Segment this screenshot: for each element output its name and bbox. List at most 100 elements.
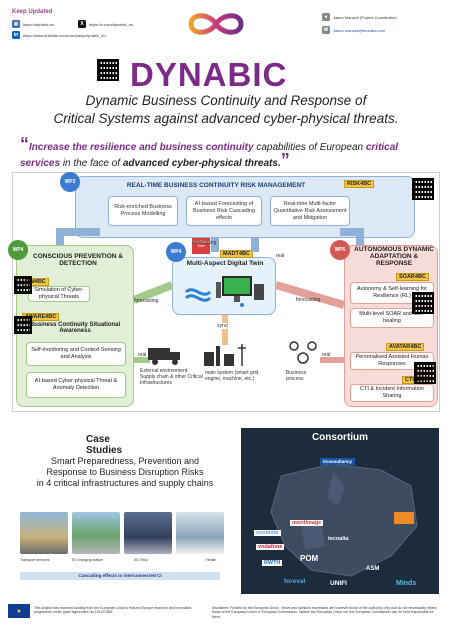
soar4bc-tag: SOAR4BC (396, 273, 429, 281)
qr-code-icon[interactable] (14, 316, 32, 334)
x-link[interactable]: X https://x.com/dynabic_eu (78, 20, 133, 28)
ev-station-photo (72, 512, 120, 554)
funding-notice: This project has received funding from t… (34, 606, 192, 615)
mission-b3: advanced cyber-physical threats. (122, 158, 281, 169)
partner-montimage: montimage (290, 520, 324, 526)
brand-title: DYNABIC (130, 56, 288, 93)
wp3-box-1: Risk-enriched Business Process Modelling (108, 196, 178, 226)
website-link[interactable]: ◍ https://dynabic.eu (12, 20, 54, 28)
truck-icon (148, 348, 180, 365)
transport-photo (20, 512, 68, 554)
linkedin-icon: in (12, 31, 20, 39)
mission-p1: Increase the (29, 142, 91, 153)
x-text: https://x.com/dynabic_eu (89, 21, 134, 27)
wp5-circle: WP5 (330, 240, 350, 260)
keep-updated-label: Keep Updated (12, 9, 53, 15)
partner-orange-logo (394, 512, 414, 524)
qr-code-icon[interactable] (412, 178, 434, 200)
business-process-icon (289, 341, 317, 364)
self-monitoring-box: Self-monitoring and Context Sensing and … (26, 342, 126, 366)
subtitle-line-2: Critical Systems against advanced cyber-… (53, 111, 399, 126)
mission-b1: resilience and business continuity (90, 142, 254, 153)
simulation-box: Simulation of Cyber-physical Threats (28, 286, 90, 302)
right-panel-title: AUTONOMOUS DYNAMIC ADAPTATION & RESPONSE (354, 246, 434, 267)
partner-foreval: foreval (284, 578, 306, 585)
europe-map-illustration (270, 463, 418, 577)
globe-icon: ◍ (12, 20, 20, 28)
external-environment-label: External environment: Supply chain & oth… (140, 368, 203, 386)
partner-tecnalia: tecnalia (328, 536, 349, 542)
partner-vodafone: vodafone (256, 544, 285, 550)
dynabic-infinity-logo (188, 13, 244, 35)
sync-label: sync (217, 323, 228, 329)
avatar4bc-tag: AVATAR4BC (386, 343, 425, 351)
partner-pom: POM (300, 554, 319, 563)
coordinator-text: Jason Mansell (Project Coordinator) (333, 14, 397, 20)
wp3-box-3: Real-time Multi-factor Quantitative Risk… (270, 196, 350, 226)
wp3-title: REAL-TIME BUSINESS CONTINUITY RISK MANAG… (126, 182, 306, 189)
cs-sub-1: Smart Preparedness, Prevention and (50, 456, 200, 466)
case-studies-section (14, 428, 234, 594)
linkedin-text: https://www.linkedin.com/company/dynabic… (23, 32, 106, 38)
quote-open-icon: “ (20, 134, 29, 154)
mission-statement: “Increase the resilience and business co… (20, 135, 440, 170)
qr-code-icon[interactable] (97, 59, 119, 81)
telco-photo (124, 512, 172, 554)
awareness-title: Business Continuity Situational Awarenes… (29, 322, 121, 334)
coordinator-contact: ● Jason Mansell (Project Coordinator) (322, 13, 397, 21)
forecasting-top-label: forecasting (192, 240, 217, 246)
mail-icon: ✉ (322, 26, 330, 34)
twin-badge: Real/Digital Twin (192, 238, 210, 254)
caption-telco: 5G Telco (134, 558, 149, 562)
email-link[interactable]: ✉ Jason.mansell@tecnalia.com (322, 26, 385, 34)
project-subtitle: Dynamic Business Continuity and Response… (0, 92, 452, 128)
qr-code-icon[interactable] (412, 292, 434, 314)
partner-rwth: RWTH (262, 560, 283, 566)
cascading-effects-bar: Cascading effects in interconnected CI (20, 572, 220, 580)
partner-asm: ASM (366, 566, 380, 572)
health-photo (176, 512, 224, 554)
real-top-label: real (276, 253, 285, 259)
digital-twin-title: Multi-Aspect Digital Twin (186, 260, 264, 267)
left-panel-title: CONSCIOUS PREVENTION & DETECTION (33, 253, 123, 267)
disclaimer: Disclaimer: Funded by the European Union… (212, 606, 437, 619)
human-responses-box: Personalised Assisted Human Responses (350, 352, 434, 370)
wp4-center-circle: WP4 (166, 242, 186, 262)
website-text: https://dynabic.eu (23, 21, 55, 27)
quote-close-icon: ” (280, 150, 290, 170)
x-logo-icon: X (78, 20, 86, 28)
risk4bc-tag: RISK4BC (344, 180, 375, 188)
caption-ev: EV charging station (72, 558, 104, 562)
real-left-label: real (138, 352, 147, 358)
cs-title-1: Case (86, 434, 110, 445)
business-process-label: Business process (286, 370, 307, 382)
qr-code-icon[interactable] (14, 276, 32, 294)
madt4bc-tag: MADT4BC (220, 250, 253, 258)
partner-cosmote: cosmote (254, 530, 281, 536)
caption-health: Health (206, 558, 217, 562)
linkedin-link[interactable]: in https://www.linkedin.com/company/dyna… (12, 31, 106, 39)
qr-code-icon[interactable] (414, 362, 436, 384)
cs-sub-2: Response to Business Disruption Risks (46, 467, 204, 477)
forecasting-left-label: forecasting (134, 298, 159, 304)
eu-flag-icon: ★ (8, 604, 30, 618)
partner-minds: Minds (396, 580, 417, 587)
partner-itconsultancy: itconsultancy (320, 458, 356, 465)
wp4-left-circle: WP4 (8, 240, 28, 260)
real-right-label: real (322, 352, 331, 358)
mission-b2: critical services (20, 142, 399, 169)
wp3-box-2: AI-based Forecasting of Business Risk Ca… (186, 196, 262, 226)
wp3-circle: WP3 (60, 172, 80, 192)
forecasting-right-label: forecasting (296, 297, 321, 303)
cti-box: CTI & Incident Information Sharing (350, 384, 434, 402)
factory-icon (204, 344, 246, 366)
partner-unifi: UNIFI (330, 580, 347, 587)
consortium-title: Consortium (311, 432, 369, 443)
mission-p2: capabilities of European (253, 142, 366, 153)
digital-twin-illustration (184, 276, 264, 307)
cs-sub-3: in 4 critical infrastructures and supply… (36, 478, 214, 488)
mission-p3: in the face of (60, 158, 123, 169)
email-text: Jason.mansell@tecnalia.com (333, 27, 386, 33)
threat-detection-box: AI-based Cyber-physical Threat & Anomaly… (26, 372, 126, 398)
